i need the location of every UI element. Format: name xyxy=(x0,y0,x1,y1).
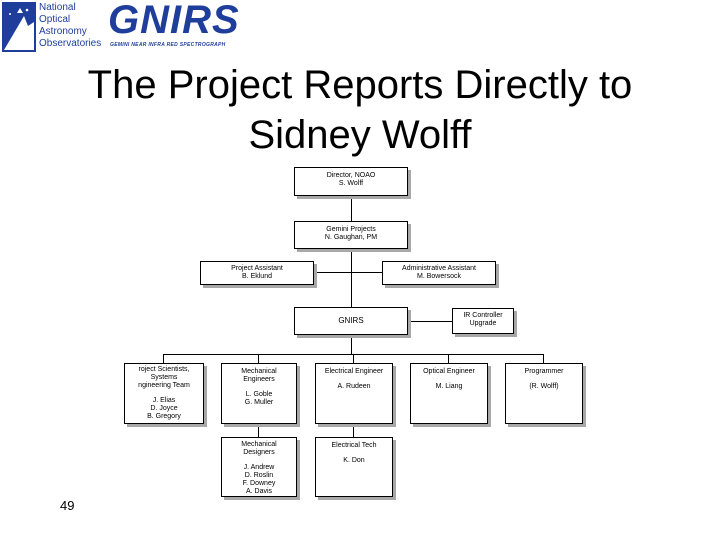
org-line-2: Optical xyxy=(39,14,71,25)
mech-engineers-line-1: Mechanical xyxy=(241,368,277,375)
gnirs-brand: GNIRS xyxy=(108,0,240,42)
connector-team-2 xyxy=(258,354,259,363)
ir-controller-line-1: IR Controller xyxy=(463,312,503,319)
noao-emblem-icon xyxy=(2,2,36,52)
project-scientists-spacer xyxy=(125,390,203,397)
mech-engineers-member-2: G. Muller xyxy=(244,399,274,406)
connector-gnirs-ir xyxy=(408,321,452,322)
admin-assistant-title: Administrative Assistant xyxy=(402,265,476,272)
director-title: Director, NOAO xyxy=(326,172,376,179)
box-project-scientists: roject Scientists, Systems ngineering Te… xyxy=(124,363,204,424)
org-line-1: National xyxy=(39,2,76,13)
mech-designers-line-2: Designers xyxy=(243,449,275,456)
box-ir-controller: IR Controller Upgrade xyxy=(452,308,514,334)
box-mechanical-designers: Mechanical Designers J. Andrew D. Roslin… xyxy=(221,437,297,497)
director-name: S. Wolff xyxy=(338,180,364,187)
box-mechanical-engineers: Mechanical Engineers L. Goble G. Muller xyxy=(221,363,297,424)
box-electrical-tech: Electrical Tech K. Don xyxy=(315,437,393,497)
optical-engineer-name: M. Liang xyxy=(435,383,463,390)
mech-engineers-spacer xyxy=(222,384,296,391)
programmer-spacer xyxy=(506,376,582,383)
box-gnirs: GNIRS xyxy=(294,307,408,335)
optical-engineer-spacer xyxy=(411,376,487,383)
programmer-name: (R. Wolff) xyxy=(529,383,559,390)
box-director: Director, NOAO S. Wolff xyxy=(294,167,408,196)
box-programmer: Programmer (R. Wolff) xyxy=(505,363,583,424)
connector-team-5 xyxy=(543,354,544,363)
admin-assistant-name: M. Bowersock xyxy=(417,273,461,280)
connector-elec-tech xyxy=(353,424,354,437)
org-line-3: Astronomy xyxy=(39,26,87,37)
project-scientists-member-3: B. Gregory xyxy=(147,413,181,420)
mech-engineers-line-2: Engineers xyxy=(243,376,275,383)
gemini-projects-title: Gemini Projects xyxy=(326,226,376,233)
mech-designers-member-1: J. Andrew xyxy=(243,464,275,471)
elec-tech-spacer xyxy=(316,450,392,457)
noao-org-name: National Optical Astronomy Observatories xyxy=(39,2,101,50)
connector-gemini-gnirs xyxy=(351,249,352,307)
connector-director-gemini xyxy=(351,196,352,221)
box-administrative-assistant: Administrative Assistant M. Bowersock xyxy=(382,261,496,285)
project-scientists-member-1: J. Elias xyxy=(152,397,176,404)
elec-engineer-name: A. Rudeen xyxy=(337,383,371,390)
mech-engineers-member-1: L. Goble xyxy=(245,391,273,398)
elec-engineer-title: Electrical Engineer xyxy=(324,368,384,375)
gnirs-box-label: GNIRS xyxy=(338,316,364,325)
gemini-projects-name: N. Gaughan, PM xyxy=(324,234,378,241)
ir-controller-line-2: Upgrade xyxy=(469,320,497,327)
mech-designers-spacer xyxy=(222,457,296,464)
project-assistant-name: B. Eklund xyxy=(242,273,272,280)
connector-team-3 xyxy=(353,354,354,363)
box-gemini-projects: Gemini Projects N. Gaughan, PM xyxy=(294,221,408,249)
connector-mech-designers xyxy=(258,424,259,437)
mech-designers-line-1: Mechanical xyxy=(241,441,277,448)
box-project-assistant: Project Assistant B. Eklund xyxy=(200,261,314,285)
optical-engineer-title: Optical Engineer xyxy=(423,368,475,375)
slide-title: The Project Reports Directly to Sidney W… xyxy=(0,60,720,160)
slide-title-line-1: The Project Reports Directly to xyxy=(87,63,633,107)
elec-tech-name: K. Don xyxy=(343,457,365,464)
project-scientists-line-2: Systems xyxy=(150,374,178,381)
box-optical-engineer: Optical Engineer M. Liang xyxy=(410,363,488,424)
connector-team-1 xyxy=(163,354,164,363)
page-number: 49 xyxy=(60,498,75,513)
project-assistant-title: Project Assistant xyxy=(231,265,283,272)
connector-gnirs-team xyxy=(351,335,352,354)
gnirs-tagline: GEMINI NEAR INFRA RED SPECTROGRAPH xyxy=(110,42,226,48)
programmer-title: Programmer xyxy=(524,368,564,375)
project-scientists-member-2: D. Joyce xyxy=(150,405,178,412)
mech-designers-member-2: D. Roslin xyxy=(244,472,274,479)
elec-engineer-spacer xyxy=(316,376,392,383)
noao-gnirs-logo: National Optical Astronomy Observatories… xyxy=(2,0,239,52)
connector-team-4 xyxy=(448,354,449,363)
project-scientists-line-1: roject Scientists, xyxy=(138,366,190,373)
box-electrical-engineer: Electrical Engineer A. Rudeen xyxy=(315,363,393,424)
org-line-4: Observatories xyxy=(39,38,102,49)
slide-title-line-2: Sidney Wolff xyxy=(248,113,472,157)
elec-tech-title: Electrical Tech xyxy=(331,442,377,449)
connector-staff-horizontal xyxy=(314,272,382,273)
mech-designers-member-4: A. Davis xyxy=(245,488,273,495)
project-scientists-line-3: ngineering Team xyxy=(138,382,190,389)
mech-designers-member-3: F. Downey xyxy=(242,480,276,487)
